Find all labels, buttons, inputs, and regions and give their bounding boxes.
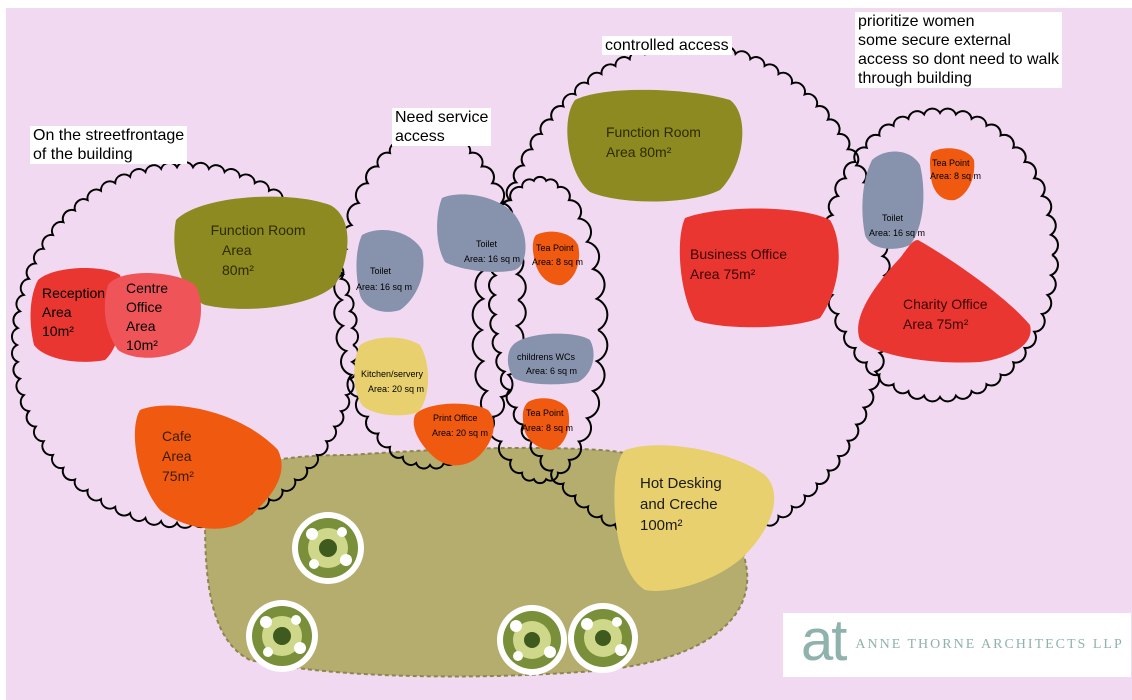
zone-controlled: [488, 41, 892, 549]
note-controlled-access: controlled access: [602, 36, 732, 55]
architect-logo: at ANNE THORNE ARCHITECTS LLP: [783, 608, 1131, 677]
centre-office-blob: [104, 272, 202, 358]
function-room-mid-blob: [567, 89, 743, 202]
zone-service-right: [471, 175, 609, 485]
room-labels: Function Room Area 80m² Reception Area 1…: [42, 124, 991, 534]
toilet-b-blob: [437, 194, 526, 273]
reception-blob: [30, 268, 124, 362]
business-office-label: Business Office Area 75m²: [690, 246, 791, 282]
hot-desking-blob: [614, 445, 775, 591]
tea-point-c-label: Tea Point Area: 8 sq m: [930, 158, 981, 181]
tree-2: [246, 600, 318, 672]
tea-point-a-label: Tea Point Area: 8 sq m: [532, 243, 583, 267]
kitchen-label: Kitchen/servery Area: 20 sq m: [361, 369, 426, 394]
note-service-access: Need service access: [392, 108, 492, 146]
function-room-mid-label: Function Room Area 80m²: [606, 124, 705, 160]
reception-label: Reception Area 10m²: [42, 285, 109, 339]
childrens-wc-label: childrens WCs Area: 6 sq m: [517, 352, 578, 376]
hot-desking-label: Hot Desking and Creche 100m²: [640, 475, 726, 534]
tea-point-c-blob: [930, 148, 975, 201]
charity-office-blob: [858, 240, 1031, 363]
zone-streetfrontage: [10, 161, 360, 529]
logo-mark: at: [801, 608, 847, 673]
tea-point-b-blob: [522, 398, 570, 450]
function-room-left-blob: [174, 196, 348, 309]
cafe-blob: [134, 405, 282, 529]
toilet-a-label: Toilet Area: 16 sq m: [356, 266, 412, 292]
garden-area: [203, 446, 749, 678]
tree-4: [568, 603, 638, 673]
note-streetfrontage: On the streetfrontage of the building: [30, 126, 188, 164]
childrens-wc-blob: [507, 333, 594, 385]
toilet-a-blob: [356, 230, 424, 312]
logo-wordmark: ANNE THORNE ARCHITECTS LLP: [855, 637, 1124, 652]
cafe-label: Cafe Area 75m²: [162, 428, 195, 484]
tea-point-b-label: Tea Point Area: 8 sq m: [522, 408, 573, 433]
toilet-c-blob: [862, 151, 924, 249]
toilet-c-label: Toilet Area: 16 sq m: [869, 213, 925, 238]
toilet-b-label: Toilet Area: 16 sq m: [464, 239, 520, 264]
room-blobs: [30, 89, 1031, 591]
centre-office-label: Centre Office Area 10m²: [126, 280, 172, 353]
print-office-blob: [413, 403, 494, 466]
tree-1: [292, 512, 364, 584]
note-prioritize-women: prioritize women some secure external ac…: [855, 12, 1063, 88]
business-office-blob: [679, 208, 839, 328]
print-office-label: Print Office Area: 20 sq m: [432, 413, 488, 438]
kitchen-blob: [354, 337, 429, 416]
tree-3: [497, 605, 567, 675]
function-room-left-label: Function Room Area 80m²: [211, 222, 310, 278]
tea-point-a-blob: [532, 231, 580, 286]
charity-office-label: Charity Office Area 75m²: [903, 296, 991, 332]
